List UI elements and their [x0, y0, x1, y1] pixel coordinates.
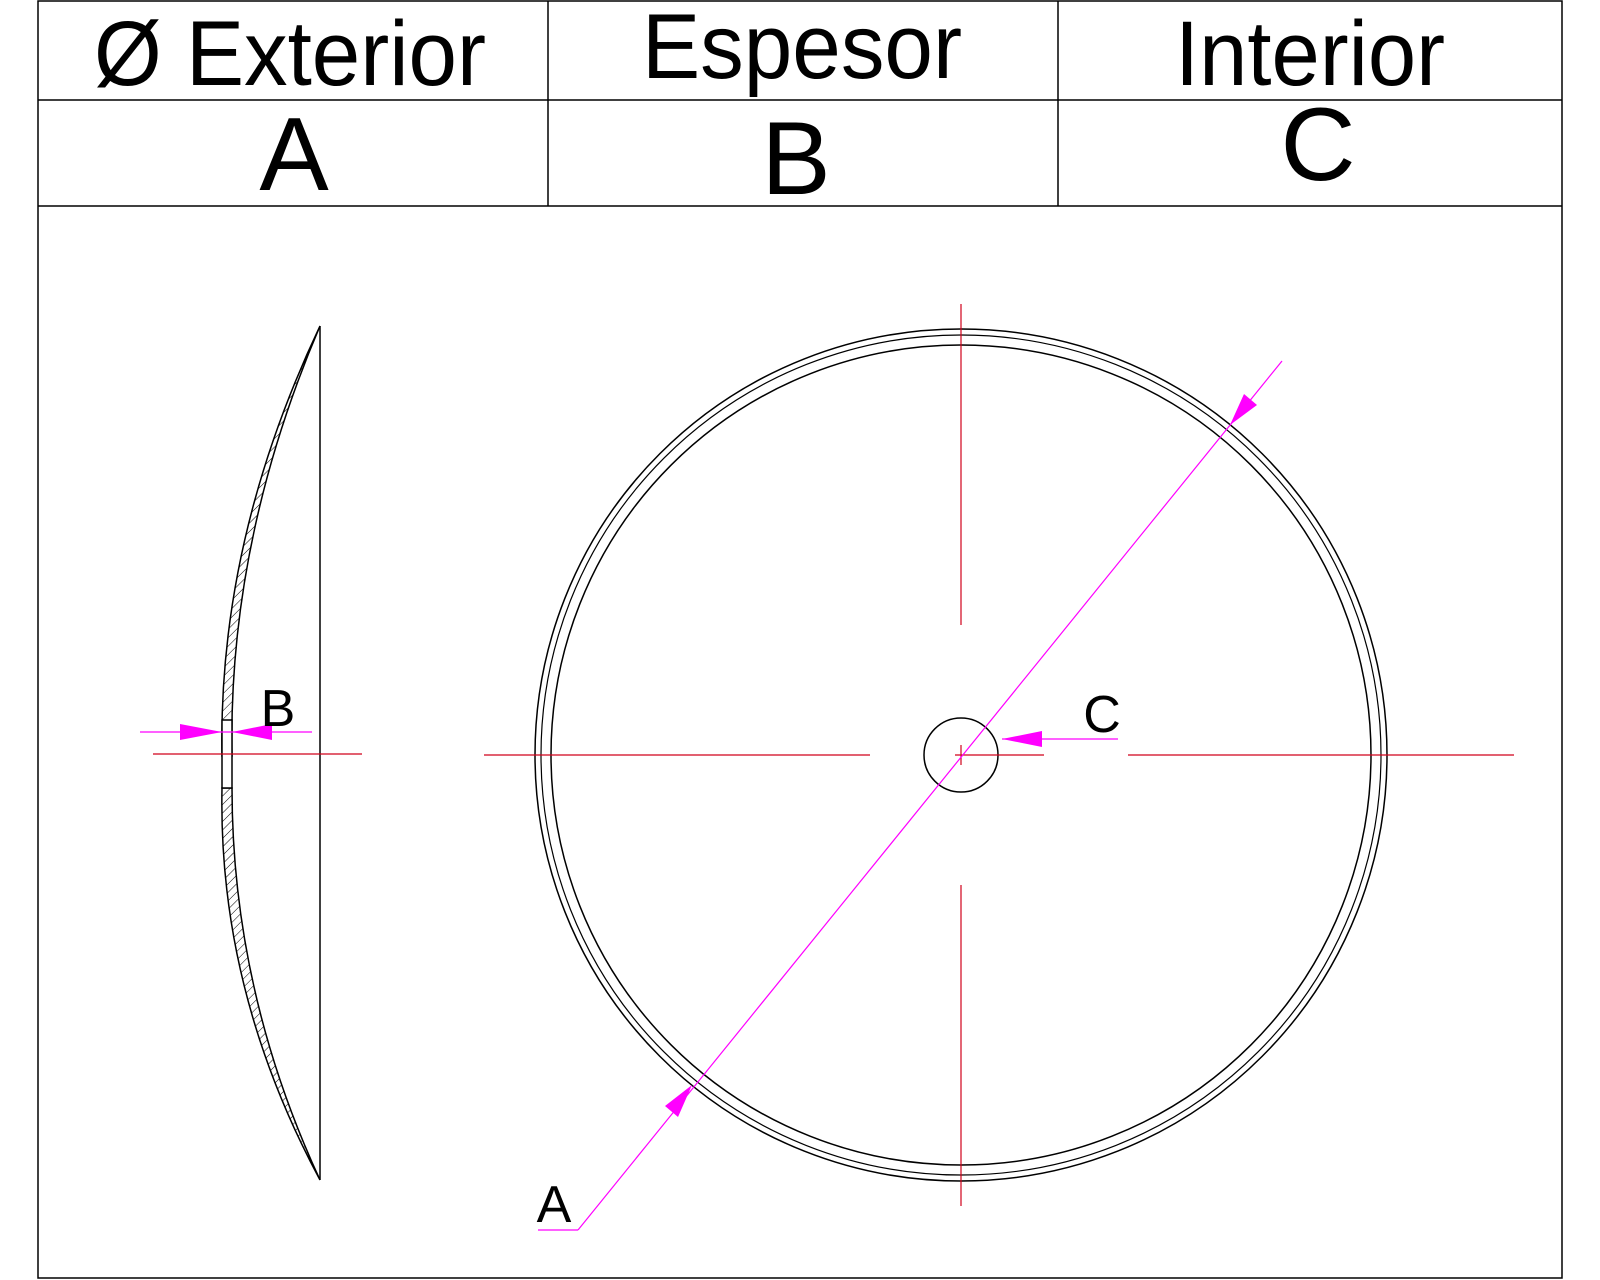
- side-view: B: [140, 325, 362, 1181]
- diameter-dim-line: [577, 360, 1283, 1231]
- header-exterior: Ø Exterior: [94, 3, 486, 105]
- sheet-border: [37, 0, 1563, 1279]
- letter-c: C: [1280, 87, 1355, 203]
- thickness-arrow-left: [180, 724, 222, 740]
- disc-profile-section-lower: [221, 787, 321, 1181]
- dimension-table: Ø Exterior Espesor Interior A B C: [37, 0, 1563, 1279]
- diameter-arrow-bottom: [665, 1085, 692, 1117]
- thickness-label: B: [261, 680, 296, 738]
- diameter-label: A: [537, 1176, 572, 1234]
- hole-label: C: [1083, 686, 1121, 744]
- header-interior: Interior: [1175, 3, 1445, 105]
- front-view: A C: [484, 304, 1514, 1234]
- hole-dim-arrow: [1002, 731, 1042, 747]
- diameter-arrow-top: [1230, 394, 1257, 425]
- thickness-arrow-right: [232, 724, 272, 740]
- letter-a: A: [259, 97, 329, 213]
- header-espesor: Espesor: [642, 0, 962, 98]
- letter-b: B: [761, 101, 830, 217]
